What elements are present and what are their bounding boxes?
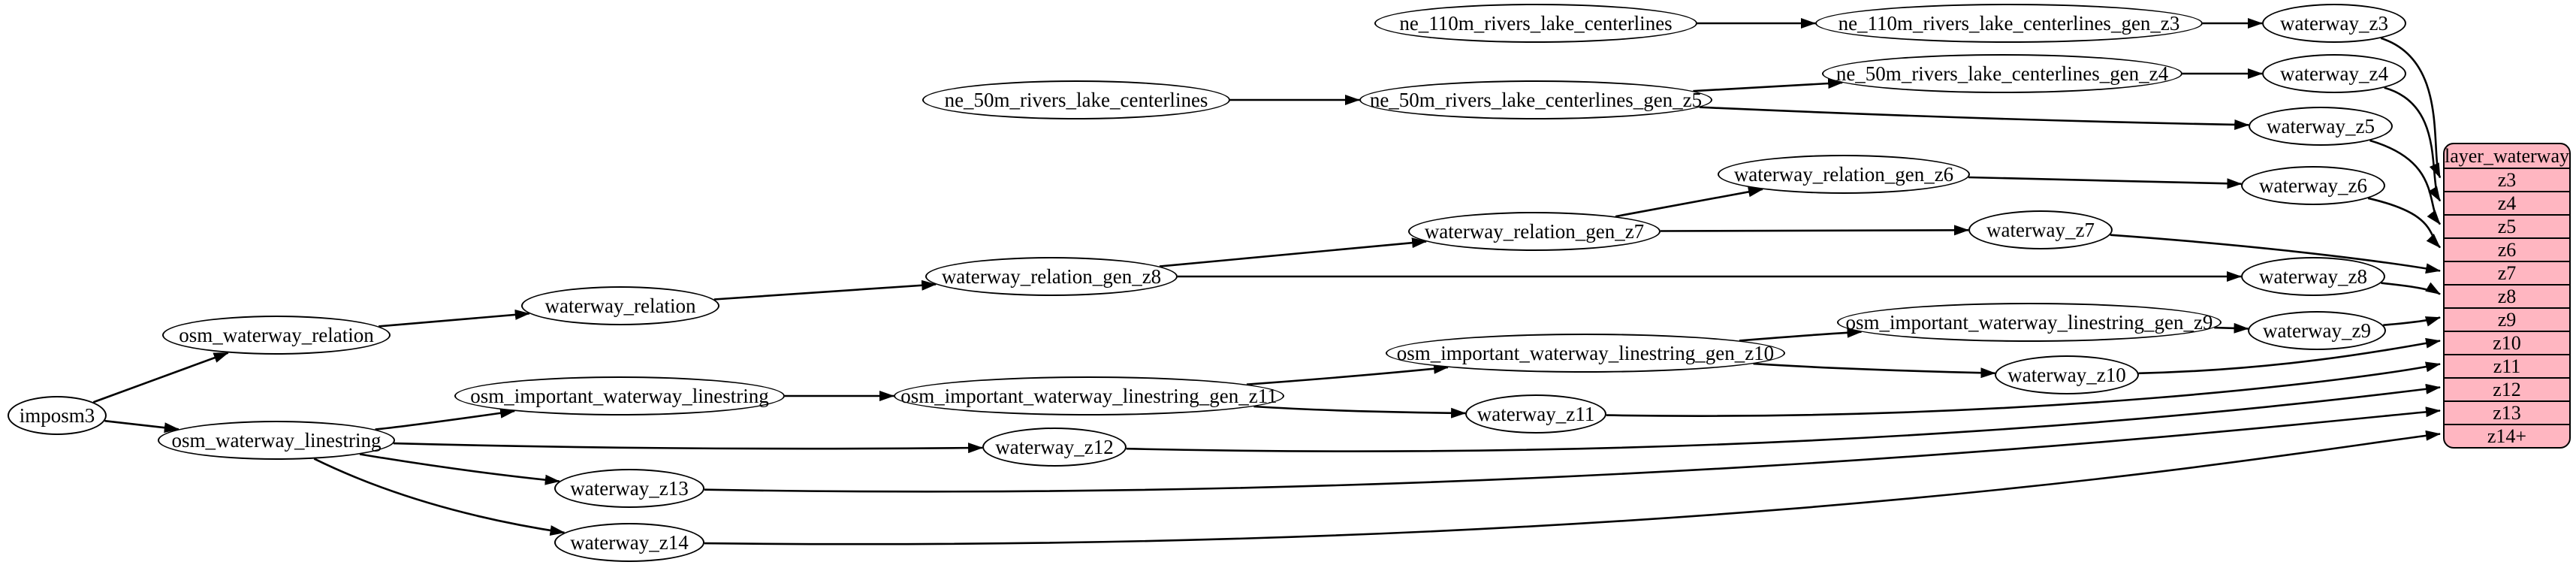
node-waterway_z11: waterway_z11 (1465, 394, 1606, 434)
edge-waterway_relation_gen_z6-to-waterway_z6 (1968, 176, 2243, 189)
node-waterway_relation_gen_z6: waterway_relation_gen_z6 (1718, 155, 1970, 194)
node-waterway_z3: waterway_z3 (2262, 4, 2406, 43)
node-imposm3: imposm3 (8, 396, 107, 435)
layer-waterway-table-title: layer_waterway (2444, 144, 2570, 167)
layer-row-z12: z12 (2445, 377, 2569, 400)
edge-waterway_z8-to-layer_waterway-z8 (2381, 282, 2441, 295)
edge-waterway_z3-to-layer_waterway-z3 (2380, 37, 2442, 179)
node-osm_important_waterway_linestring_gen_z10: osm_important_waterway_linestring_gen_z1… (1386, 334, 1785, 373)
node-ne_50m_rivers_lake_centerlines_gen_z5: ne_50m_rivers_lake_centerlines_gen_z5 (1359, 80, 1712, 119)
edge-imposm3-to-osm_waterway_linestring (104, 419, 179, 434)
layer-row-z14+: z14+ (2445, 424, 2569, 447)
edge-osm_important_waterway_linestring_gen_z11-to-waterway_z11 (1253, 405, 1467, 418)
node-osm_important_waterway_linestring_gen_z11: osm_important_waterway_linestring_gen_z1… (894, 376, 1284, 415)
edges-group (92, 18, 2442, 545)
edge-osm_important_waterway_linestring_gen_z10-to-waterway_z10 (1753, 362, 1996, 379)
edge-waterway_relation_gen_z8-to-waterway_relation_gen_z7 (1159, 237, 1428, 267)
edge-waterway_relation_gen_z7-to-waterway_relation_gen_z6 (1615, 186, 1763, 218)
edge-osm_important_waterway_linestring_gen_z10-to-osm_important_waterway_linestring_gen_z9 (1739, 327, 1863, 342)
edge-osm_waterway_linestring-to-waterway_z12 (393, 442, 984, 454)
node-waterway_z13: waterway_z13 (554, 469, 704, 508)
node-osm_important_waterway_linestring_gen_z9: osm_important_waterway_linestring_gen_z9 (1837, 303, 2222, 342)
edge-osm_waterway_linestring-to-waterway_z13 (359, 453, 560, 485)
edge-waterway_relation-to-waterway_relation_gen_z8 (713, 279, 937, 301)
node-waterway_z7: waterway_z7 (1968, 210, 2113, 249)
edge-waterway_z9-to-layer_waterway-z9 (2383, 316, 2441, 327)
edge-waterway_z6-to-layer_waterway-z6 (2367, 197, 2441, 249)
node-waterway_z8: waterway_z8 (2241, 257, 2385, 296)
edge-waterway_relation_gen_z7-to-waterway_z7 (1660, 225, 1969, 236)
edge-ne_50m_rivers_lake_centerlines_gen_z5-to-ne_50m_rivers_lake_centerlines_gen_z4 (1693, 78, 1844, 92)
edge-osm_important_waterway_linestring_gen_z11-to-osm_important_waterway_linestring_gen_z10 (1246, 363, 1449, 385)
edge-imposm3-to-osm_waterway_relation (92, 352, 229, 403)
layer-row-z10: z10 (2445, 331, 2569, 354)
node-waterway_relation_gen_z7: waterway_relation_gen_z7 (1408, 212, 1661, 251)
node-osm_important_waterway_linestring: osm_important_waterway_linestring (454, 376, 785, 415)
layer-row-z6: z6 (2445, 237, 2569, 261)
node-waterway_z6: waterway_z6 (2241, 166, 2385, 205)
node-osm_waterway_relation: osm_waterway_relation (162, 316, 391, 355)
node-ne_50m_rivers_lake_centerlines: ne_50m_rivers_lake_centerlines (922, 80, 1230, 119)
node-waterway_z10: waterway_z10 (1995, 355, 2139, 394)
layer-row-z5: z5 (2445, 214, 2569, 237)
node-waterway_z9: waterway_z9 (2248, 311, 2386, 350)
node-ne_110m_rivers_lake_centerlines_gen_z3: ne_110m_rivers_lake_centerlines_gen_z3 (1815, 4, 2203, 43)
layer-row-z3: z3 (2445, 168, 2569, 191)
edge-waterway_z11-to-layer_waterway-z11 (1606, 361, 2441, 417)
edge-osm_waterway_linestring-to-osm_important_waterway_linestring (375, 407, 516, 431)
layer-row-z8: z8 (2445, 284, 2569, 307)
node-ne_50m_rivers_lake_centerlines_gen_z4: ne_50m_rivers_lake_centerlines_gen_z4 (1822, 54, 2182, 93)
node-waterway_z12: waterway_z12 (982, 428, 1127, 467)
layer-row-z11: z11 (2445, 354, 2569, 377)
node-osm_waterway_linestring: osm_waterway_linestring (158, 421, 395, 460)
layer-row-z9: z9 (2445, 307, 2569, 331)
edge-waterway_z5-to-layer_waterway-z5 (2369, 139, 2442, 225)
node-waterway_z14: waterway_z14 (554, 523, 704, 562)
edge-waterway_z4-to-layer_waterway-z4 (2384, 86, 2442, 202)
node-waterway_relation: waterway_relation (521, 286, 719, 325)
node-waterway_relation_gen_z8: waterway_relation_gen_z8 (925, 257, 1178, 296)
node-waterway_z4: waterway_z4 (2262, 54, 2406, 93)
layer-row-z13: z13 (2445, 400, 2569, 424)
node-waterway_z5: waterway_z5 (2249, 107, 2393, 146)
layer-row-z7: z7 (2445, 261, 2569, 284)
edge-waterway_z13-to-layer_waterway-z13 (704, 406, 2441, 493)
layer-row-z4: z4 (2445, 191, 2569, 214)
edge-waterway_z7-to-layer_waterway-z7 (2110, 234, 2441, 274)
node-ne_110m_rivers_lake_centerlines: ne_110m_rivers_lake_centerlines (1374, 4, 1697, 43)
edge-waterway_z14-to-layer_waterway-z14+ (704, 430, 2441, 545)
edge-ne_50m_rivers_lake_centerlines_gen_z5-to-waterway_z5 (1699, 106, 2250, 130)
edge-osm_waterway_relation-to-waterway_relation (378, 309, 530, 328)
edge-osm_waterway_linestring-to-waterway_z14 (313, 458, 566, 536)
edge-waterway_z10-to-layer_waterway-z10 (2138, 337, 2441, 375)
edge-waterway_z12-to-layer_waterway-z12 (1126, 383, 2441, 452)
